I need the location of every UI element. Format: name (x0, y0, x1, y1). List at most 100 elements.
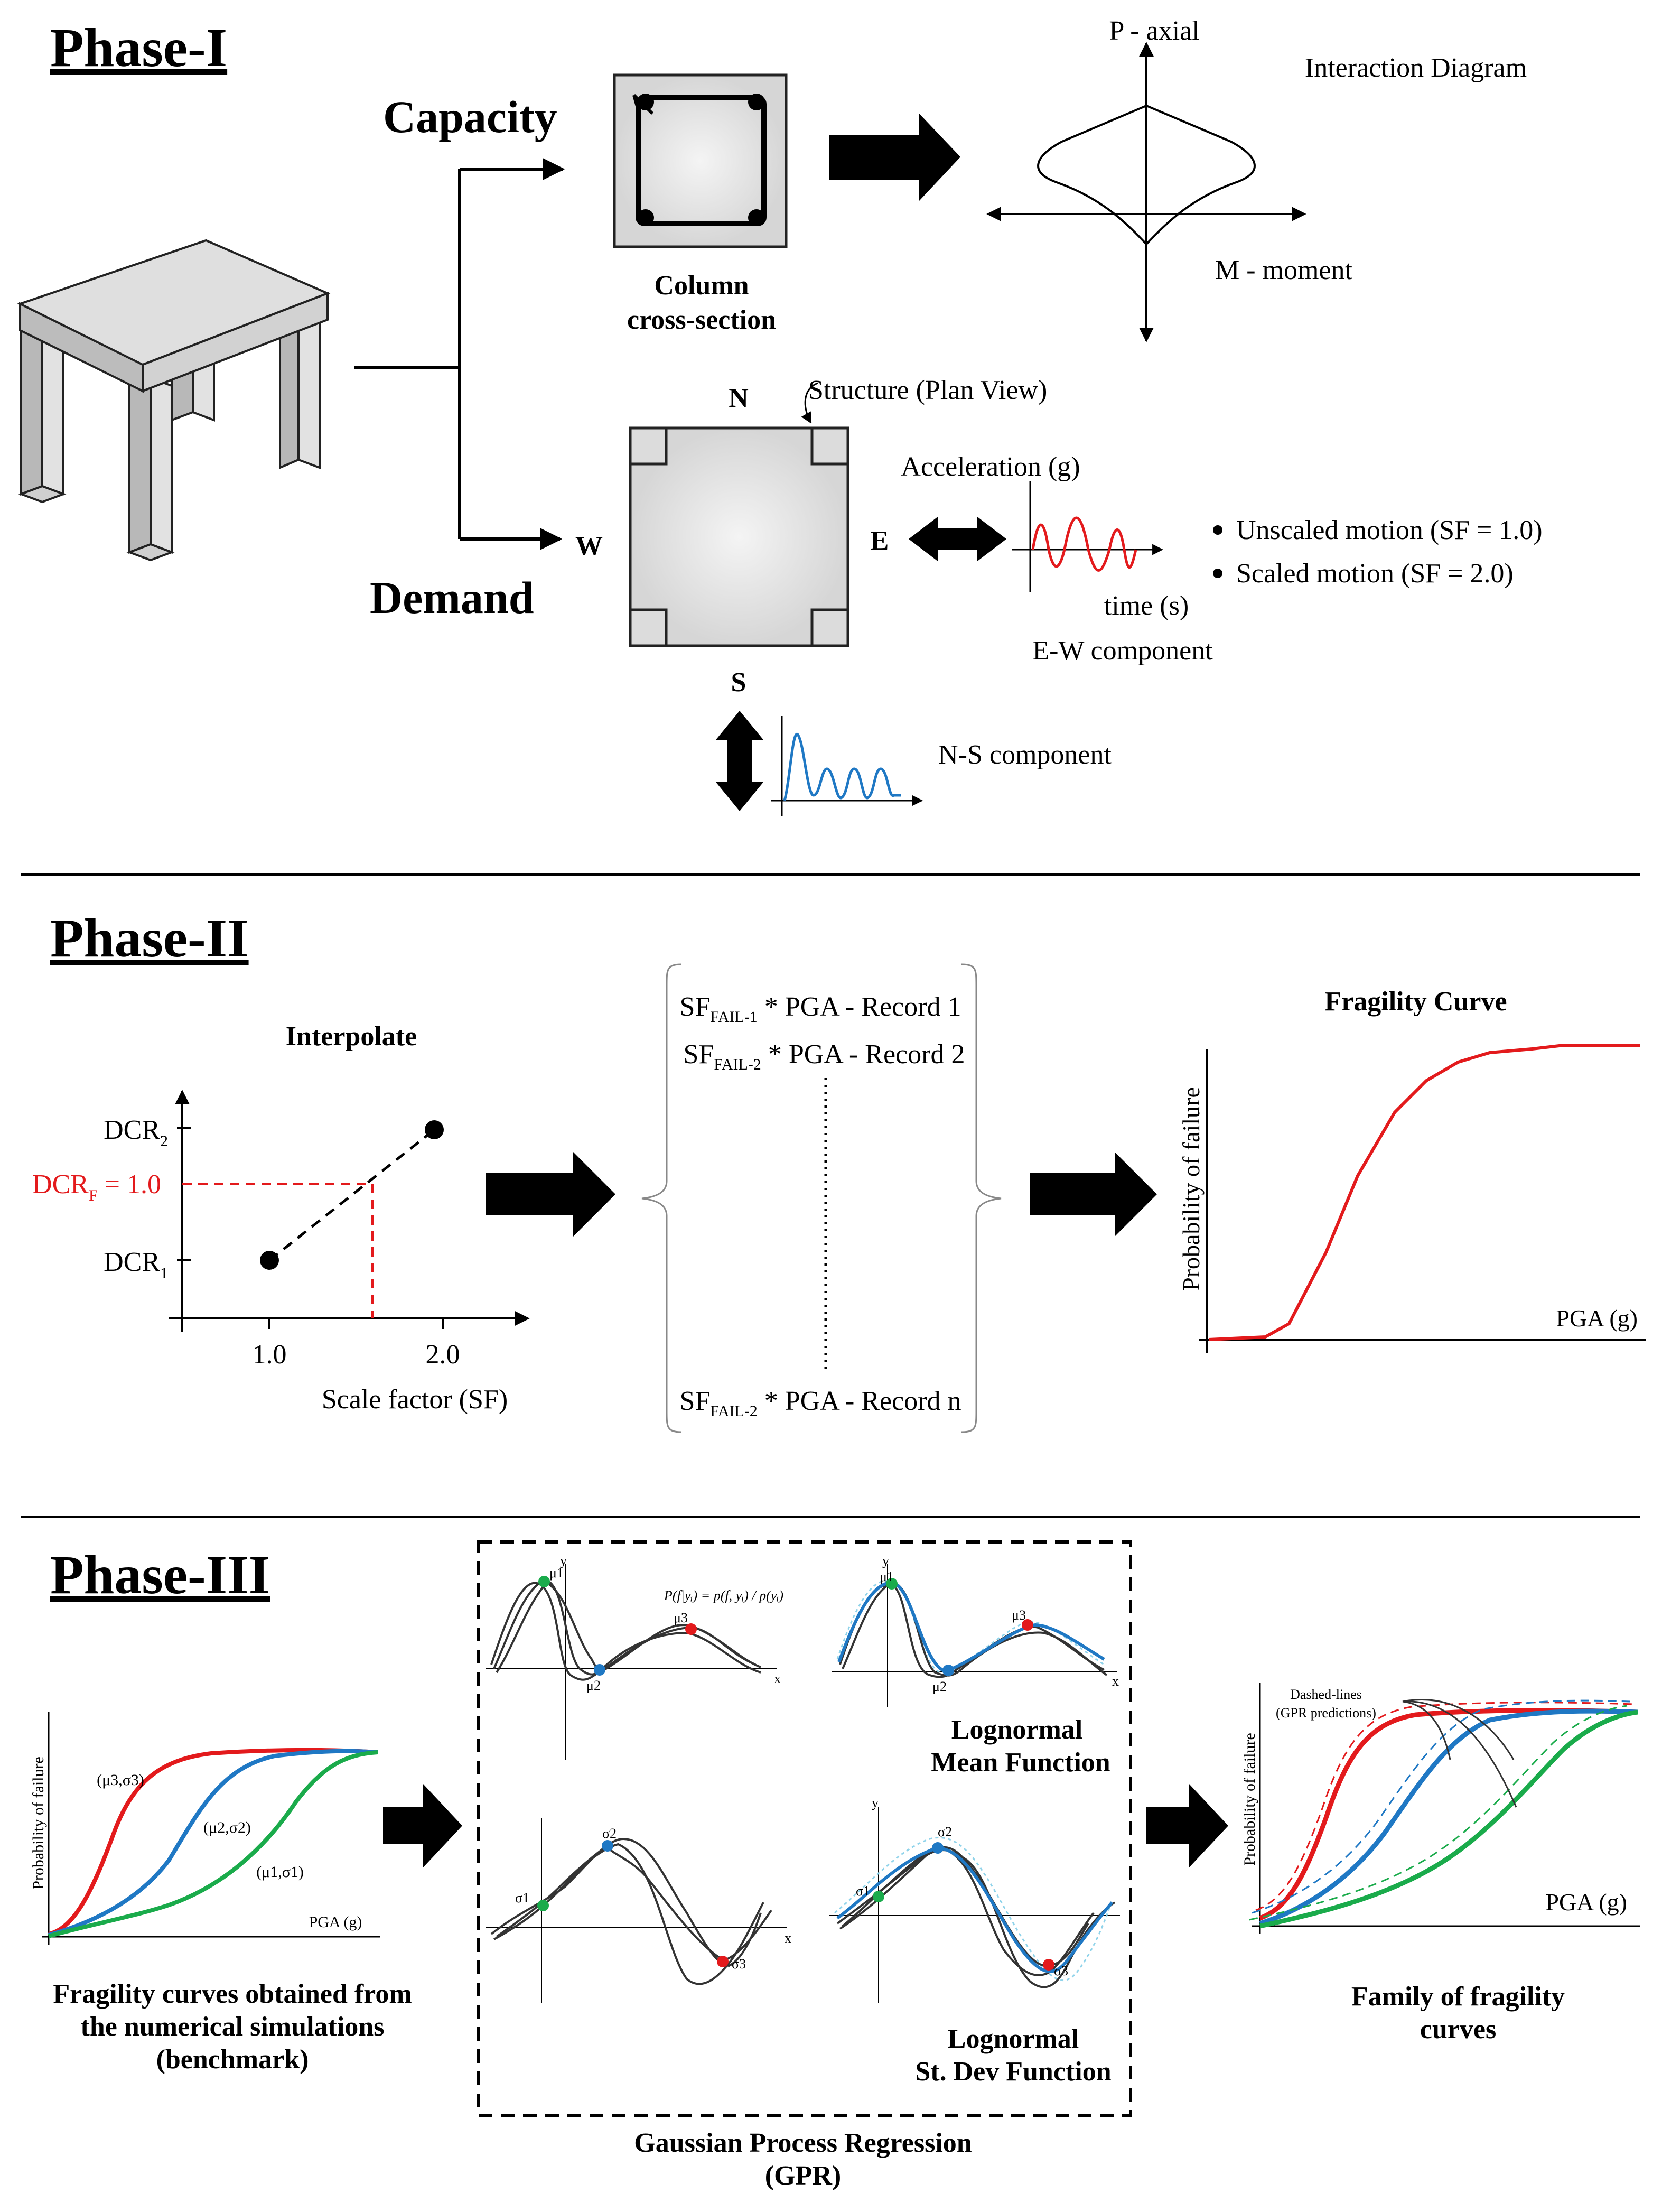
family-blue-dashed (1252, 1699, 1630, 1914)
gpr-p1-y: y (560, 1553, 567, 1568)
gpr-p2-mu2 (942, 1665, 954, 1676)
benchmark-xlabel: PGA (g) (309, 1913, 362, 1931)
bullet-dot-1 (1213, 525, 1222, 535)
gpr-caption-2: (GPR) (765, 2161, 841, 2191)
demand-label: Demand (370, 572, 534, 623)
fragility-ylabel: Probability of failure (1178, 1087, 1205, 1291)
phase-1-section: Phase-I Capacity Demand (17, 16, 1543, 816)
structure-3d-icon (17, 239, 331, 562)
benchmark-curve-3 (48, 1748, 378, 1936)
family-blue-curve (1259, 1708, 1638, 1926)
benchmark-ylabel: Probability of failure (30, 1756, 47, 1890)
family-axes (1252, 1683, 1640, 1934)
ns-signal-line (783, 733, 901, 801)
record-n: SFFAIL-2 * PGA - Record n (680, 1386, 961, 1420)
axis-p-label: P - axial (1109, 16, 1199, 46)
gpr-p1-mu1 (538, 1576, 550, 1587)
gpr-p3-sigma2 (602, 1840, 613, 1852)
interpolate-xlabel: Scale factor (SF) (322, 1384, 508, 1415)
dcr1-point (260, 1251, 279, 1270)
dcr2-label: DCR2 (104, 1115, 168, 1150)
gpr-p2-mu1 (886, 1578, 898, 1590)
bullet-scaled: Scaled motion (SF = 2.0) (1236, 559, 1514, 589)
gpr-p2-mu1-label: μ1 (880, 1569, 894, 1584)
plan-view-pointer (801, 382, 818, 424)
family-caption-1: Family of fragility (1351, 1982, 1565, 2012)
ns-double-arrow (716, 711, 763, 811)
interaction-diagram-title: Interaction Diagram (1305, 53, 1527, 83)
column-cross-section (613, 73, 788, 248)
gpr-p2-mu3 (1022, 1619, 1033, 1631)
dcr2-point (425, 1120, 444, 1139)
gpr-p4-sigma1-label: σ1 (856, 1883, 870, 1899)
bullet-unscaled: Unscaled motion (SF = 1.0) (1236, 515, 1543, 545)
gpr-p3-sigma3 (717, 1956, 729, 1967)
bullet-dot-2 (1213, 569, 1222, 578)
record-1: SFFAIL-1 * PGA - Record 1 (680, 992, 961, 1026)
plan-view-label: Structure (Plan View) (808, 375, 1047, 405)
ew-double-arrow (909, 517, 1006, 561)
interpolate-axes (169, 1090, 530, 1332)
ns-component-label: N-S component (938, 740, 1112, 770)
axis-m-label: M - moment (1215, 255, 1353, 285)
compass-north: N (729, 383, 749, 413)
family-caption-2: curves (1420, 2014, 1496, 2044)
bayes-formula: P(f|yᵢ) = p(f, yᵢ) / p(yᵢ) (664, 1588, 783, 1603)
family-green-dashed (1249, 1705, 1628, 1921)
arrow-to-records (486, 1152, 615, 1237)
phase-2-section: Phase-II Interpolate DCR2 DCRF = 1.0 DCR… (32, 908, 1646, 1433)
mean-caption-2: Mean Function (931, 1748, 1110, 1778)
ew-signal-line (1031, 516, 1137, 572)
column-label-line1: Column (654, 271, 749, 301)
gpr-panel-std: y σ1 σ2 σ3 Lognormal St. Dev Function (829, 1795, 1120, 2087)
benchmark-curve-2 (48, 1749, 378, 1937)
capacity-label: Capacity (383, 91, 557, 142)
benchmark-curve-1 (48, 1750, 378, 1938)
phase-2-title: Phase-II (50, 908, 249, 969)
arrow-to-interaction (829, 114, 960, 201)
gpr-p2-mu3-label: μ3 (1012, 1607, 1026, 1623)
compass-east: E (871, 526, 889, 556)
gpr-box (477, 1540, 1132, 2117)
gpr-p3-sigma3-label: σ3 (732, 1956, 746, 1972)
dashed-note-2: (GPR predictions) (1276, 1705, 1376, 1721)
dashed-note-pointers (1402, 1699, 1517, 1808)
benchmark-caption-2: the numerical simulations (81, 2012, 385, 2042)
benchmark-axes (42, 1712, 380, 1945)
column-label-line2: cross-section (627, 305, 776, 335)
gpr-p3-sigma2-label: σ2 (602, 1826, 617, 1841)
gpr-p3-sigma1-label: σ1 (515, 1890, 529, 1906)
dcr1-label: DCR1 (104, 1247, 168, 1282)
gpr-p3-x: x (785, 1930, 791, 1946)
arrow-to-family (1146, 1783, 1228, 1868)
fragility-xlabel: PGA (g) (1556, 1305, 1638, 1332)
gpr-panel-prior-std: x σ1 σ2 σ3 (486, 1818, 791, 2003)
ns-signal-axes (771, 716, 923, 816)
ew-component-label: E-W component (1032, 636, 1213, 666)
fragility-title: Fragility Curve (1324, 987, 1507, 1017)
family-ylabel: Probability of failure (1241, 1733, 1258, 1866)
gpr-p1-x: x (774, 1671, 781, 1686)
phase-1-title: Phase-I (50, 17, 227, 78)
gpr-p1-mu3-label: μ3 (674, 1610, 688, 1625)
records-bracket (641, 963, 1002, 1433)
family-red-dashed (1255, 1702, 1634, 1911)
fragility-axes (1199, 1049, 1646, 1353)
phase-3-section: Phase-III Probability of failure PGA (g)… (30, 1540, 1640, 2191)
interpolate-title: Interpolate (286, 1021, 417, 1052)
benchmark-label-2: (μ2,σ2) (203, 1819, 251, 1836)
branch-connector (354, 158, 565, 550)
gpr-p4-sigma2 (932, 1842, 944, 1854)
interaction-diagram (986, 42, 1306, 342)
gpr-p1-mu3 (685, 1623, 697, 1635)
compass-west: W (575, 531, 603, 561)
benchmark-label-3: (μ3,σ3) (97, 1771, 144, 1789)
x-tick-2: 2.0 (426, 1340, 460, 1370)
dcr-f-guides (182, 1183, 374, 1318)
acceleration-label: Acceleration (g) (901, 452, 1080, 482)
std-caption-2: St. Dev Function (915, 2057, 1111, 2087)
gpr-panel-prior: y x μ1 μ2 μ3 P(f|yᵢ) = p(f, yᵢ) / p(yᵢ) (486, 1553, 783, 1760)
gpr-p4-sigma1 (873, 1891, 884, 1902)
gpr-p2-x: x (1112, 1674, 1119, 1689)
